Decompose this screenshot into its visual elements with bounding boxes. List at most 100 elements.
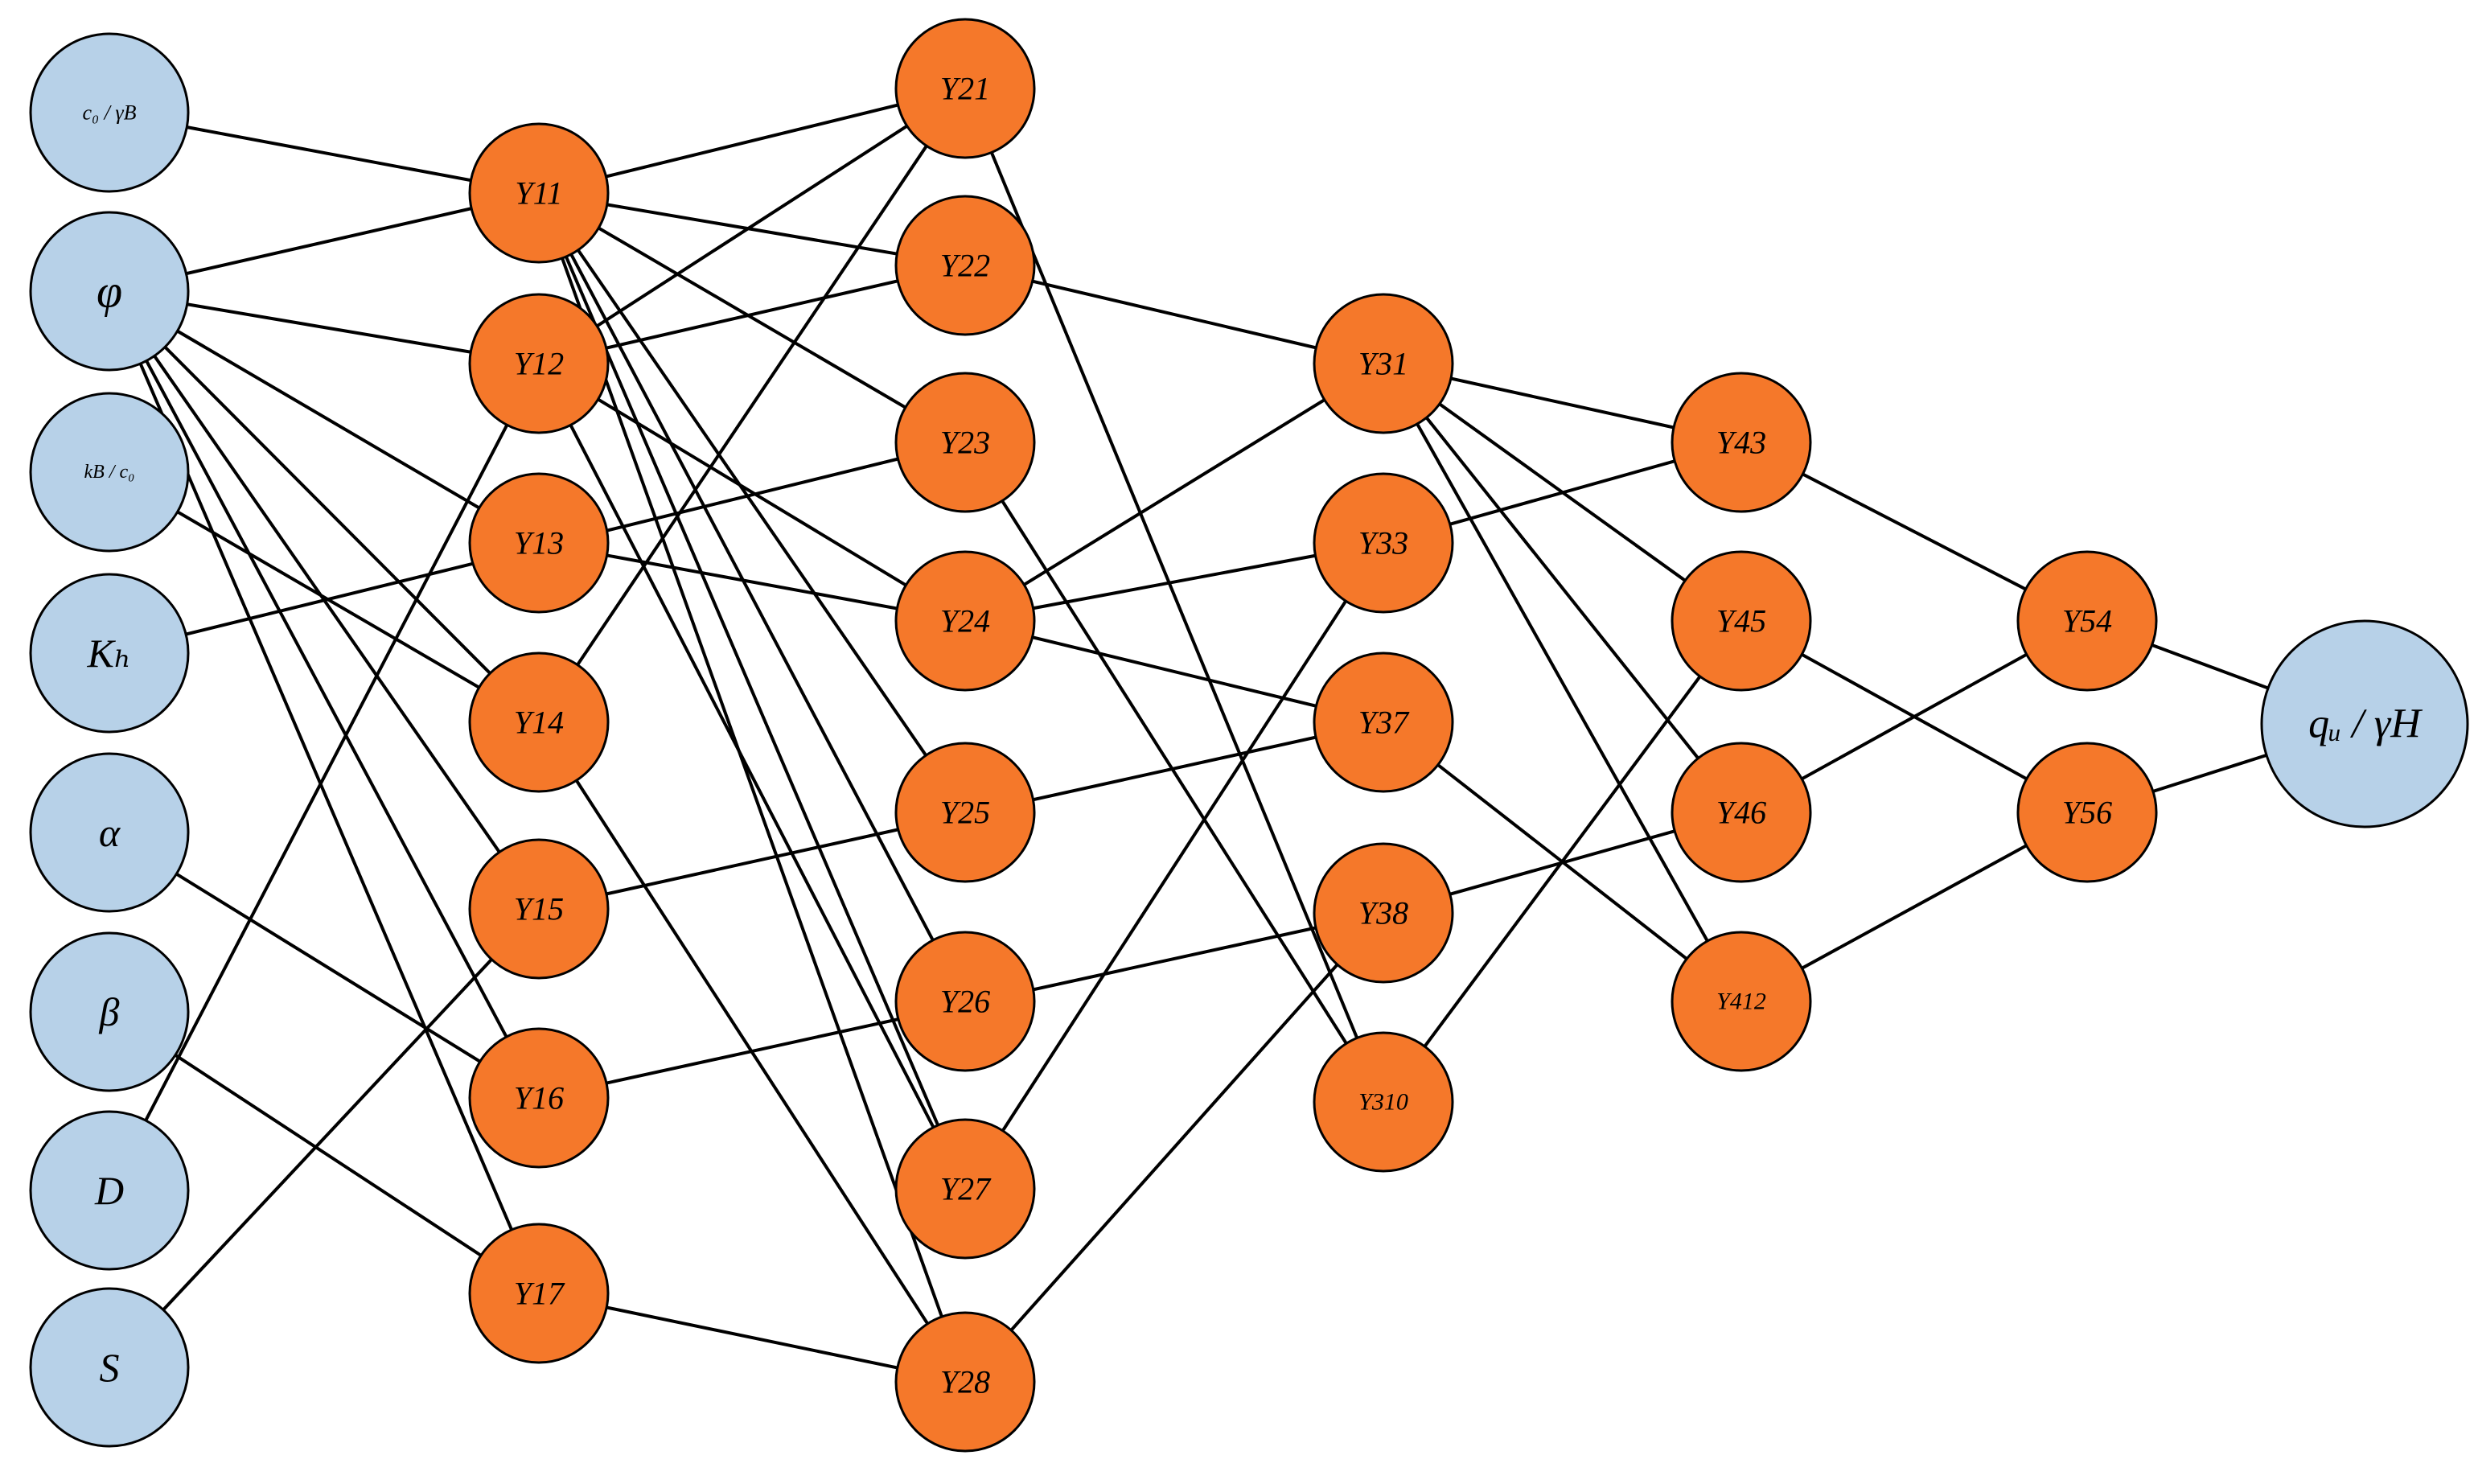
input-node-c0_gammab: c₀ / γB xyxy=(29,32,190,193)
hidden-node-y11: Y11 xyxy=(468,122,610,264)
input-node-s: S xyxy=(29,1287,190,1448)
node-label: Y15 xyxy=(514,891,564,927)
edge-Y11-to-Y25 xyxy=(537,191,967,814)
input-node-circle xyxy=(29,752,190,913)
hidden-node-y12: Y12 xyxy=(468,293,610,434)
node-label: D xyxy=(94,1168,124,1213)
input-node-kb_c0: kB / c₀ xyxy=(29,392,190,553)
hidden-node-y54: Y54 xyxy=(2016,550,2158,692)
hidden-node-circle xyxy=(894,931,1036,1072)
edge-Y24-to-Y33 xyxy=(964,541,1384,623)
node-label: Y27 xyxy=(940,1171,992,1207)
output-node-qu_gammah: qᵤ / γH xyxy=(2260,619,2469,828)
edge-Y31-to-Y412 xyxy=(1382,363,1743,1002)
edge-S-to-Y15 xyxy=(108,907,540,1369)
hidden-node-y46: Y46 xyxy=(1671,742,1812,883)
hidden-node-circle xyxy=(1313,652,1454,793)
hidden-node-circle xyxy=(468,1223,610,1364)
node-label: Y56 xyxy=(2062,795,2112,831)
hidden-node-circle xyxy=(894,195,1036,336)
node-label: Y54 xyxy=(2062,603,2112,639)
hidden-node-y45: Y45 xyxy=(1671,550,1812,692)
edge-Y24-to-Y37 xyxy=(964,619,1384,724)
input-node-d: D xyxy=(29,1110,190,1271)
node-label: Kₕ xyxy=(87,631,132,676)
node-label: Y12 xyxy=(514,346,564,382)
node-label: Y14 xyxy=(514,705,564,741)
hidden-node-circle xyxy=(1671,372,1812,513)
node-label: c₀ / γB xyxy=(83,101,137,125)
hidden-node-circle xyxy=(468,122,610,264)
edge-Y11-to-Y28 xyxy=(537,192,967,1383)
hidden-node-circle xyxy=(894,742,1036,883)
node-label: Y43 xyxy=(1716,425,1766,461)
node-label: Y37 xyxy=(1358,705,1410,741)
hidden-node-circle xyxy=(468,1027,610,1169)
edge-Y11-to-Y23 xyxy=(537,191,967,444)
edge-Y14-to-Y21 xyxy=(537,87,967,724)
edge-alpha-to-Y16 xyxy=(108,831,540,1100)
hidden-node-y13: Y13 xyxy=(468,472,610,614)
hidden-node-circle xyxy=(468,652,610,793)
input-node-circle xyxy=(29,931,190,1092)
hidden-node-y28: Y28 xyxy=(894,1311,1036,1453)
hidden-node-y33: Y33 xyxy=(1313,472,1454,614)
hidden-node-y56: Y56 xyxy=(2016,742,2158,883)
hidden-node-y14: Y14 xyxy=(468,652,610,793)
hidden-node-y24: Y24 xyxy=(894,550,1036,692)
hidden-node-circle xyxy=(894,1311,1036,1453)
node-label: Y412 xyxy=(1716,989,1766,1015)
input-node-kh: Kₕ xyxy=(29,573,190,734)
input-node-circle xyxy=(29,392,190,553)
edge-kB_c0-to-Y14 xyxy=(108,471,540,724)
node-label: Y24 xyxy=(940,603,990,639)
hidden-node-circle xyxy=(2016,550,2158,692)
input-node-beta: β xyxy=(29,931,190,1092)
edge-Y12-to-Y24 xyxy=(537,362,967,623)
hidden-node-y37: Y37 xyxy=(1313,652,1454,793)
hidden-node-circle xyxy=(1671,742,1812,883)
hidden-node-circle xyxy=(2016,742,2158,883)
hidden-node-circle xyxy=(894,1118,1036,1260)
input-node-alpha: α xyxy=(29,752,190,913)
hidden-node-y25: Y25 xyxy=(894,742,1036,883)
node-label: Y310 xyxy=(1358,1089,1408,1116)
node-label: kB / c₀ xyxy=(84,462,135,483)
node-label: Y46 xyxy=(1716,795,1766,831)
node-label: Y26 xyxy=(940,984,990,1020)
edge-Y12-to-Y21 xyxy=(537,87,967,365)
node-label: Y16 xyxy=(514,1080,564,1116)
edge-Y27-to-Y33 xyxy=(964,541,1385,1190)
hidden-node-circle xyxy=(894,550,1036,692)
node-label: Y13 xyxy=(514,525,564,561)
hidden-node-y21: Y21 xyxy=(894,18,1036,159)
node-label: φ xyxy=(97,265,122,318)
hidden-node-circle xyxy=(1671,550,1812,692)
node-label: Y23 xyxy=(940,425,990,461)
hidden-node-y16: Y16 xyxy=(468,1027,610,1169)
node-label: α xyxy=(99,810,121,855)
node-label: Y11 xyxy=(515,175,562,212)
hidden-node-circle xyxy=(1313,842,1454,984)
input-node-circle xyxy=(29,1287,190,1448)
node-label: Y38 xyxy=(1358,895,1408,931)
node-label: Y17 xyxy=(514,1276,565,1312)
node-label: Y25 xyxy=(940,795,990,831)
hidden-node-circle xyxy=(468,472,610,614)
node-label: Y31 xyxy=(1358,346,1408,382)
hidden-node-circle xyxy=(894,18,1036,159)
hidden-node-y15: Y15 xyxy=(468,838,610,980)
hidden-node-circle xyxy=(468,838,610,980)
edge-Y31-to-Y46 xyxy=(1382,362,1743,814)
node-label: Y33 xyxy=(1358,525,1408,561)
edge-Y28-to-Y38 xyxy=(964,911,1385,1383)
hidden-node-circle xyxy=(1671,931,1812,1072)
node-label: Y22 xyxy=(940,248,990,284)
hidden-node-y26: Y26 xyxy=(894,931,1036,1072)
edge-beta-to-Y17 xyxy=(108,1010,540,1295)
hidden-node-y38: Y38 xyxy=(1313,842,1454,984)
node-label: qᵤ / γH xyxy=(2308,701,2423,747)
edge-Y12-to-Y22 xyxy=(538,264,966,365)
hidden-node-circle xyxy=(894,372,1036,513)
node-label: S xyxy=(100,1345,120,1390)
